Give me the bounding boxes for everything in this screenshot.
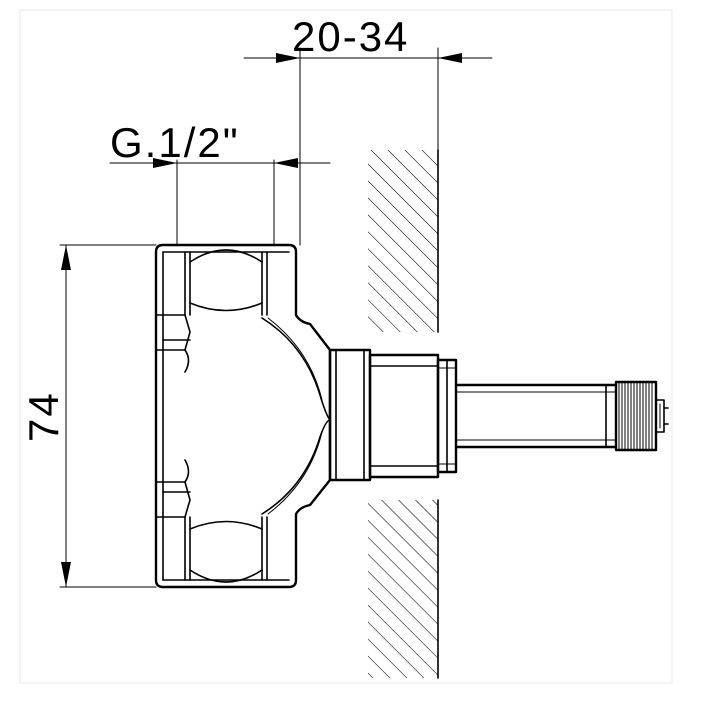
arrow-head (153, 158, 177, 168)
dimension-wall-thickness: 20-34 (243, 13, 493, 246)
spindle (454, 383, 618, 449)
wall-section-lower (368, 499, 439, 679)
arrow-head (438, 53, 462, 63)
cartridge-housing (328, 348, 458, 482)
dimension-body-height: 74 (20, 244, 157, 588)
arrow-head (276, 53, 300, 63)
wall-thickness-label: 20-34 (292, 13, 409, 60)
body-height-label: 74 (20, 391, 67, 442)
splined-tip (614, 380, 669, 452)
valve-body (154, 243, 332, 589)
wall-section-upper (368, 149, 439, 333)
arrow-head (274, 158, 298, 168)
arrow-head (61, 562, 71, 587)
dimension-thread-size: G.1/2" (109, 119, 331, 246)
spline-ridges (618, 381, 653, 451)
arrow-head (61, 245, 71, 270)
frame-border (19, 9, 673, 684)
thread-size-label: G.1/2" (110, 119, 240, 166)
